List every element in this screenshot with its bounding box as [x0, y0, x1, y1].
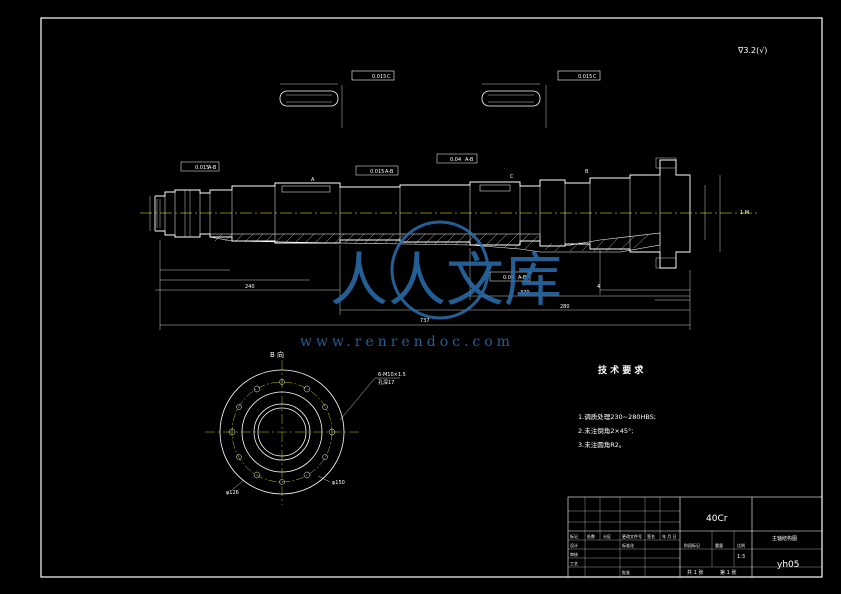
key-sketch-left: 0.015 C	[279, 70, 395, 128]
gdt-tol-4: 0.04	[503, 275, 514, 281]
section-hatch	[209, 232, 661, 253]
key-right-datum: C	[593, 74, 597, 80]
watermark: 人人文库 www.renrendoc.com	[300, 220, 562, 350]
tb-sheet-no: 第 1 张	[720, 569, 736, 576]
tech-req-item-3: 3.未注圆角R2。	[578, 440, 625, 449]
dim-left-seg: 240	[245, 284, 255, 290]
key-sketch-right: 0.015 C	[481, 70, 601, 128]
watermark-url: www.renrendoc.com	[300, 334, 514, 350]
view-b-note-1: 6-M10×1.5	[378, 372, 406, 378]
section-label: 1 M	[740, 210, 749, 216]
tech-req-item-1: 1.调质处理230~280HBS;	[578, 412, 656, 421]
view-b-title: B 向	[270, 350, 284, 359]
tb-label-scale: 比例	[737, 542, 745, 548]
view-b-note-2: 孔深17	[378, 379, 394, 386]
tb-drawing-no: yh05	[777, 560, 799, 570]
datum-c: C	[510, 174, 514, 180]
view-b-dia-1: φ126	[226, 490, 239, 496]
tb-label-count: 处数	[587, 533, 595, 539]
shaft-outline-top	[155, 159, 691, 230]
tb-label-std: 标准化	[622, 542, 634, 548]
tb-label-sign: 签名	[647, 533, 655, 539]
gdt-tol-1: 0.015	[195, 165, 209, 171]
title-block	[567, 496, 823, 578]
tb-label-process: 工艺	[570, 561, 578, 566]
tech-req-title: 技 术 要 求	[598, 364, 644, 376]
tb-label-review: 审核	[570, 551, 578, 557]
tb-label-mark: 标记	[570, 533, 578, 539]
key-left-tol: 0.015	[372, 74, 386, 80]
tb-label-design: 设计	[570, 542, 578, 548]
tb-material: 40Cr	[706, 514, 728, 524]
tb-part-name: 主轴结构图	[772, 535, 797, 542]
gdt-datum-4: A-B	[518, 275, 527, 281]
view-b-flange	[205, 360, 400, 505]
datum-b: B	[585, 169, 589, 175]
gdt-datum-3: A-B	[465, 157, 474, 163]
inner-border	[40, 17, 823, 578]
datum-a: A	[311, 177, 315, 183]
tb-label-stage: 阶段标记	[684, 542, 700, 548]
gdt-datum-1: A-B	[208, 165, 217, 171]
dim-mid: 370	[520, 290, 530, 296]
gdt-tol-3: 0.04	[450, 157, 461, 163]
key-right-tol: 0.015	[578, 74, 592, 80]
dim-right-seg: 280	[560, 304, 570, 310]
gdt-datum-2: A-B	[385, 169, 394, 175]
tb-scale: 1:3	[737, 554, 745, 560]
view-b-dia-2: φ150	[332, 480, 345, 486]
dim-small: 4	[597, 284, 600, 290]
dimensions	[149, 175, 721, 330]
tb-label-weight: 重量	[715, 542, 723, 548]
tb-sheets: 共 1 张	[687, 569, 703, 576]
dim-total: 737	[420, 318, 430, 324]
key-left-datum: C	[387, 74, 391, 80]
tb-label-zone: 分区	[603, 533, 611, 539]
gdt-frames	[180, 153, 531, 282]
tb-label-date: 年 月 日	[662, 533, 677, 539]
shaft-view	[140, 157, 760, 269]
roughness-note: ∇3.2(√)	[737, 46, 767, 55]
tb-label-approve: 批准	[622, 569, 630, 575]
watermark-chars: 人人文库	[330, 246, 562, 314]
tb-label-change: 更改文件号	[622, 533, 642, 539]
gdt-tol-2: 0.015	[370, 169, 384, 175]
tech-req-item-2: 2.未注倒角2×45°;	[578, 426, 634, 435]
